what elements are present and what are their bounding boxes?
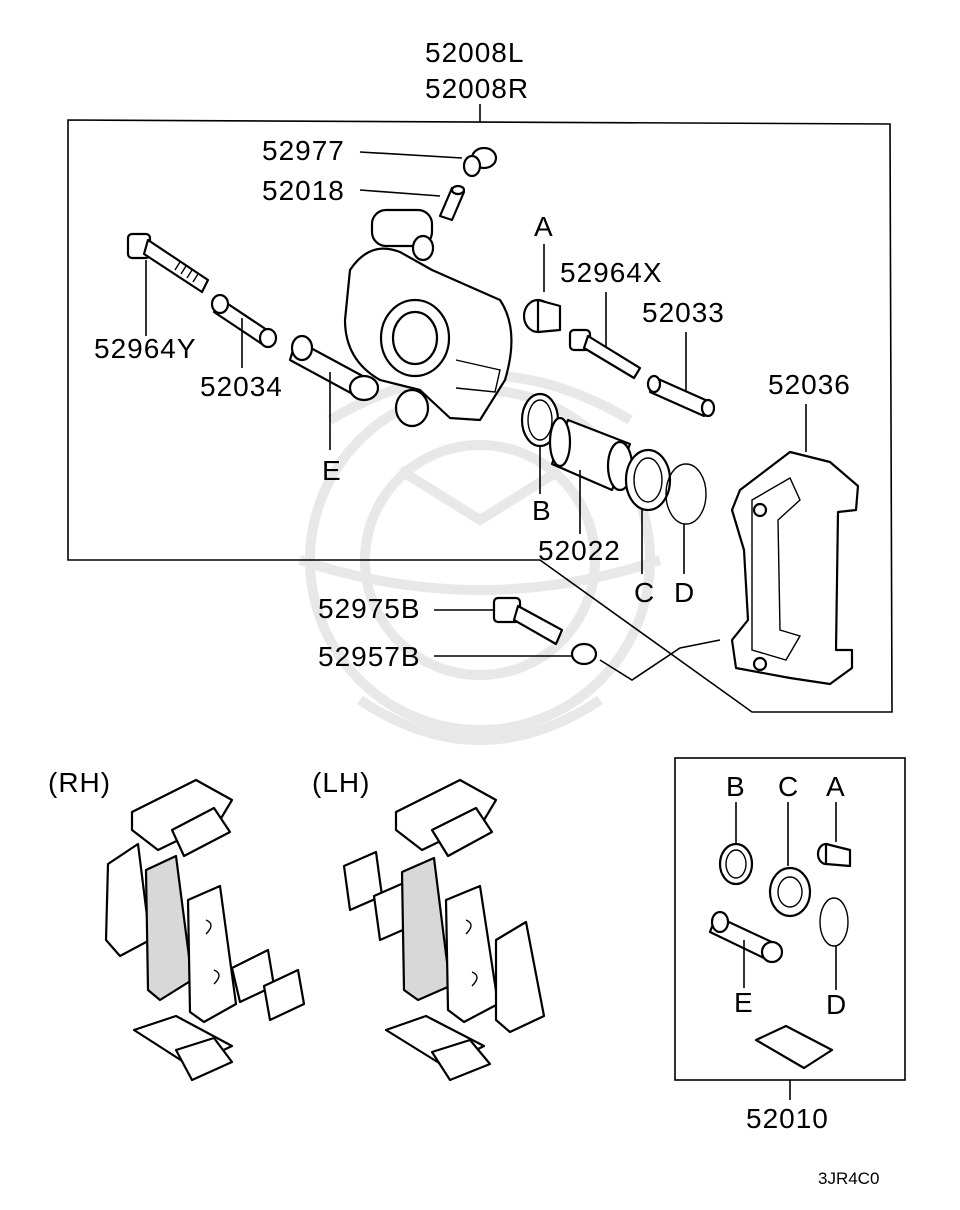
letter-label-E-upper: E [322,455,342,486]
assembly-label-right: 52008R [425,73,529,104]
piston-seal-c-part [624,448,672,512]
kit-boot-e [708,910,784,964]
kit-piston-seal-c [768,866,812,918]
lh-brake-pad-set [342,778,546,1082]
caliper-support-part [730,450,860,686]
part-label-52957B: 52957B [318,641,421,672]
rh-brake-pad-set [104,778,306,1082]
part-label-52010: 52010 [746,1103,829,1134]
guide-sleeve-52034-part [210,293,278,349]
side-label-lh: (LH) [312,767,370,798]
letter-label-A-upper: A [534,211,554,242]
kit-bushing-a [816,842,852,868]
boot-e-part [288,334,380,402]
mounting-bolt-part [492,596,564,646]
kit-grease-packet [754,1024,834,1070]
washer-part [570,642,598,666]
caliper-body-part [343,208,513,428]
letter-label-D-upper: D [674,577,695,608]
part-label-52018: 52018 [262,175,345,206]
bleeder-cap-part [462,146,498,178]
part-label-52034: 52034 [200,371,283,402]
letter-label-B-kit: B [726,771,746,802]
letter-label-A-kit: A [826,771,846,802]
part-label-52975B: 52975B [318,593,421,624]
piston-part [548,416,634,492]
guide-bolt-52964x-part [568,328,642,380]
letter-label-C-upper: C [634,577,655,608]
guide-sleeve-52033-part [646,374,716,418]
bushing-a-part [522,298,562,334]
part-label-52022: 52022 [538,535,621,566]
part-label-52033: 52033 [642,297,725,328]
letter-label-C-kit: C [778,771,799,802]
part-label-52964Y: 52964Y [94,333,197,364]
letter-label-D-kit: D [826,989,847,1020]
caliper-assembly-outline [67,119,893,713]
guide-bolt-52964y-part [126,232,210,294]
part-label-52964X: 52964X [560,257,663,288]
bleeder-screw-part [438,184,466,222]
side-label-rh: (RH) [48,767,111,798]
part-label-52977: 52977 [262,135,345,166]
letter-label-E-kit: E [734,987,754,1018]
letter-label-B-upper: B [532,495,552,526]
figure-code: 3JR4C0 [818,1169,879,1188]
part-label-52036: 52036 [768,369,851,400]
assembly-label-left: 52008L [425,37,524,68]
snap-ring-d-part [665,463,707,525]
kit-dust-seal-b [718,842,754,886]
kit-snap-ring-d [819,897,849,947]
